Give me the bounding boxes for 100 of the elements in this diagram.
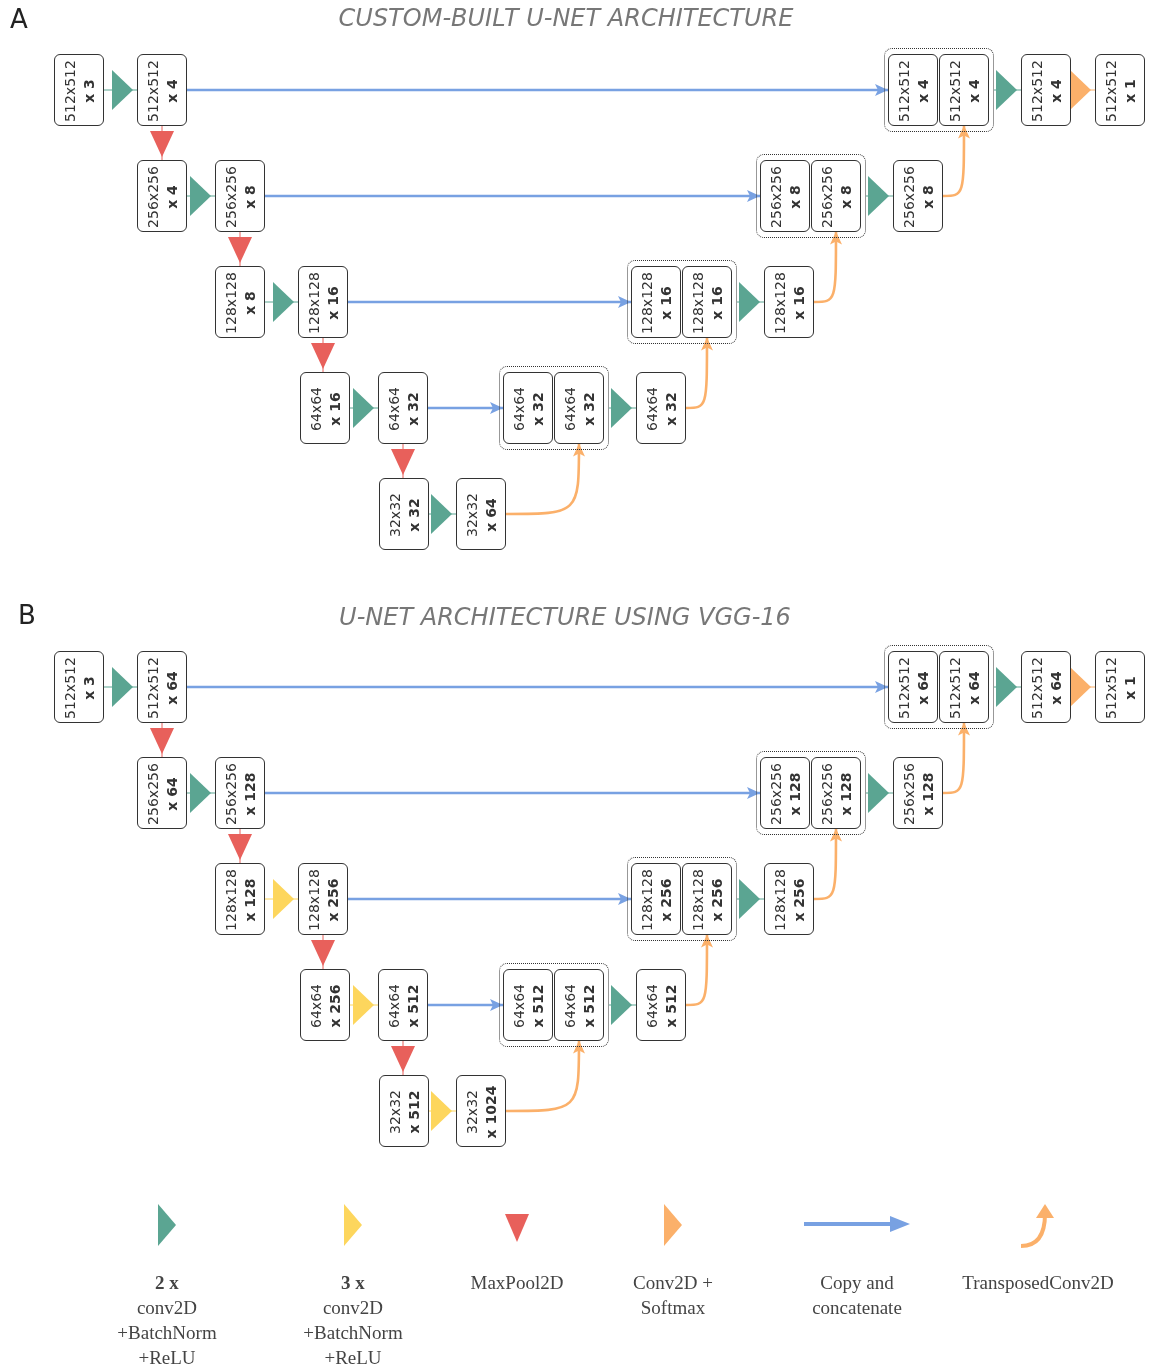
channel-label: x 128 xyxy=(837,771,855,816)
size-label: 256x256 xyxy=(222,166,240,228)
feature-map-box xyxy=(554,371,604,444)
feature-map-box xyxy=(760,159,810,232)
channel-label: x 8 xyxy=(837,184,855,209)
channel-label: x 32 xyxy=(404,392,422,426)
size-label: 256x256 xyxy=(900,166,918,228)
channel-label: x 8 xyxy=(786,184,804,209)
size-label: 256x256 xyxy=(818,762,836,825)
channel-label: x 1 xyxy=(1121,676,1139,700)
feature-map-box xyxy=(760,756,810,829)
layer-arrow xyxy=(608,985,637,1025)
legend-label: 2 x conv2D +BatchNorm +ReLU xyxy=(117,1271,217,1369)
size-label: 64x64 xyxy=(385,387,403,431)
channel-label: x 8 xyxy=(919,185,937,209)
size-label: 128x128 xyxy=(638,271,656,334)
channel-label: x 16 xyxy=(326,392,344,426)
feature-map-box xyxy=(300,372,350,444)
feature-map-box xyxy=(636,372,686,444)
maxpool-arrow xyxy=(228,231,252,267)
skip-connection-arrow xyxy=(265,190,760,202)
layer-arrow xyxy=(736,879,765,919)
feature-map-box xyxy=(888,53,938,126)
size-label: 64x64 xyxy=(510,386,528,431)
size-label: 128x128 xyxy=(305,272,323,334)
feature-map-box xyxy=(137,757,187,829)
channel-label: x 64 xyxy=(163,777,181,811)
layer-arrow xyxy=(349,985,379,1025)
size-label: 512x512 xyxy=(1028,60,1046,122)
size-label: 512x512 xyxy=(1102,60,1120,122)
size-label: 128x128 xyxy=(689,271,707,334)
size-label: 128x128 xyxy=(638,868,656,931)
channel-label: x 256 xyxy=(790,878,808,922)
maxpool-arrow xyxy=(228,828,252,864)
maxpool-arrow xyxy=(391,1040,415,1076)
size-label: 512x512 xyxy=(946,656,964,719)
skip-connection-arrow xyxy=(348,296,631,308)
feature-map-box xyxy=(137,160,187,232)
layer-arrow xyxy=(428,494,457,534)
legend-label: Copy and concatenate xyxy=(811,1271,903,1320)
channel-label: x 64 xyxy=(1047,671,1065,705)
size-label: 128x128 xyxy=(689,868,707,931)
layer-arrow xyxy=(608,388,637,428)
size-label: 32x32 xyxy=(386,1090,404,1134)
channel-label: x 256 xyxy=(657,877,675,922)
skip-connection-arrow xyxy=(187,681,888,693)
maxpool-arrow xyxy=(311,337,335,373)
feature-map-box xyxy=(379,478,429,550)
layer-arrow xyxy=(865,176,894,216)
feature-map-box xyxy=(137,54,187,126)
channel-label: x 8 xyxy=(241,185,259,209)
channel-label: x 1 xyxy=(1121,79,1139,103)
layer-arrow xyxy=(1070,667,1096,707)
panel-letter: B xyxy=(18,600,36,630)
feature-map-box xyxy=(939,53,989,126)
feature-map-box xyxy=(893,757,943,829)
size-label: 512x512 xyxy=(946,59,964,122)
layer-arrow xyxy=(103,70,138,110)
size-label: 64x64 xyxy=(307,387,325,431)
size-label: 512x512 xyxy=(144,60,162,122)
panel-letter: A xyxy=(10,4,28,34)
size-label: 32x32 xyxy=(463,1090,481,1134)
size-label: 256x256 xyxy=(767,165,785,228)
size-label: 256x256 xyxy=(144,763,162,825)
feature-map-box xyxy=(378,372,428,444)
feature-map-box xyxy=(811,159,861,232)
feature-map-box xyxy=(764,863,814,935)
feature-map-box xyxy=(298,863,348,935)
feature-map-box xyxy=(215,863,265,935)
channel-label: x 128 xyxy=(919,772,937,816)
channel-label: x 512 xyxy=(529,983,547,1028)
skip-connection-arrow xyxy=(348,893,631,905)
feature-map-box xyxy=(939,650,989,723)
feature-map-box xyxy=(54,54,104,126)
feature-map-box xyxy=(503,371,553,444)
feature-map-box xyxy=(137,651,187,723)
channel-label: x 512 xyxy=(405,1090,423,1134)
feature-map-box xyxy=(893,160,943,232)
layer-arrow xyxy=(428,1091,457,1131)
channel-label: x 4 xyxy=(163,79,181,103)
size-label: 64x64 xyxy=(510,983,528,1028)
legend-label: Conv2D + Softmax xyxy=(632,1271,714,1320)
channel-label: x 32 xyxy=(662,392,680,426)
maxpool-arrow xyxy=(150,722,174,758)
feature-map-box xyxy=(888,650,938,723)
channel-label: x 512 xyxy=(580,983,598,1028)
layer-arrow xyxy=(993,70,1022,110)
channel-label: x 16 xyxy=(790,286,808,320)
skip-connection-arrow xyxy=(428,402,503,414)
layer-arrow xyxy=(1070,70,1096,110)
size-label: 512x512 xyxy=(144,657,162,719)
channel-label: x 32 xyxy=(580,391,598,426)
feature-map-box xyxy=(764,266,814,338)
size-label: 128x128 xyxy=(771,272,789,334)
feature-map-box xyxy=(378,969,428,1041)
feature-map-box xyxy=(1021,651,1071,723)
layer-arrow xyxy=(103,667,138,707)
layer-arrow xyxy=(736,282,765,322)
size-label: 128x128 xyxy=(222,272,240,334)
channel-label: x 1024 xyxy=(482,1085,500,1139)
